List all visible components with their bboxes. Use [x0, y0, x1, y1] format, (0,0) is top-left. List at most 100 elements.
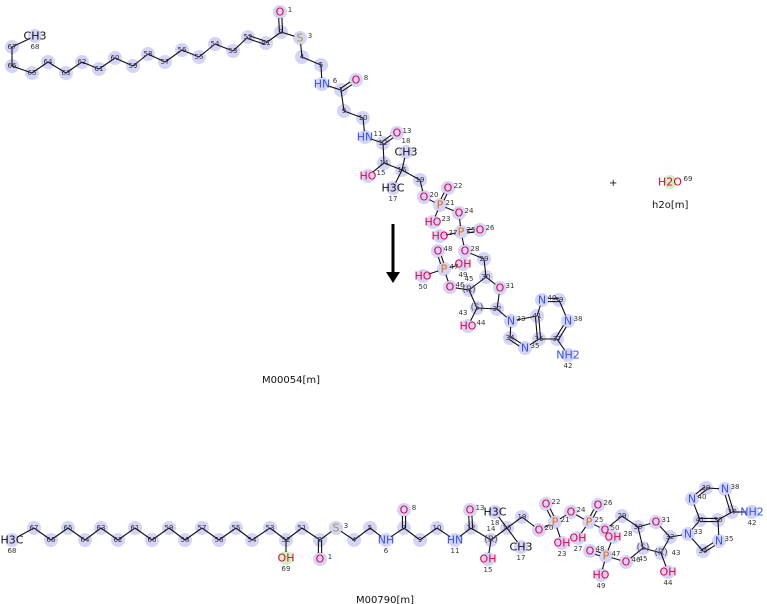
atom-symbol: HO — [432, 230, 449, 243]
atom-symbol: S — [297, 32, 304, 45]
atom-highlight — [399, 145, 413, 159]
atom-number: 68 — [8, 547, 17, 555]
bond — [556, 338, 566, 351]
atom-number: 30 — [634, 523, 643, 531]
bond — [381, 134, 392, 143]
bond — [114, 57, 134, 67]
atom-30: 30 — [482, 273, 491, 281]
bond — [247, 37, 266, 46]
atom-symbol: O — [594, 499, 603, 512]
atom-51: 51 — [298, 524, 307, 532]
bond — [660, 552, 667, 567]
atom-number: 48 — [596, 545, 605, 553]
bond — [471, 515, 474, 528]
bond — [546, 509, 552, 518]
atom-number: 26 — [486, 224, 495, 232]
atom-highlight — [279, 551, 293, 565]
atom-symbol: H3C — [382, 182, 405, 195]
bond — [470, 307, 478, 321]
atom-66: 66 — [8, 62, 17, 70]
atom-number: 29 — [618, 512, 627, 520]
bond — [589, 509, 595, 517]
bond — [693, 504, 701, 521]
atom-39: 39 — [702, 484, 711, 492]
atom-7: 7 — [402, 524, 406, 532]
atom-number: 60 — [148, 536, 157, 544]
atom-highlight — [273, 5, 287, 19]
atom-number: 10 — [433, 524, 442, 532]
atom-number: 62 — [114, 536, 123, 544]
bond — [269, 527, 287, 541]
atom-highlight — [594, 568, 608, 582]
bond — [488, 539, 492, 554]
atom-highlight — [493, 281, 507, 295]
atom-highlight — [417, 190, 431, 204]
atom-56: 56 — [178, 46, 187, 54]
atom-symbol: (S) — [471, 303, 484, 313]
atom-highlight — [458, 244, 472, 258]
atom-highlight — [518, 341, 532, 355]
atom-53: 53 — [266, 524, 275, 532]
atom-highlight — [315, 77, 329, 91]
bond — [669, 534, 683, 538]
atom-symbol: CH3 — [24, 30, 47, 43]
atom-51: 51 — [262, 39, 271, 47]
atom-symbol: O — [567, 506, 576, 519]
atom-60: 60 — [111, 54, 120, 62]
bond — [490, 527, 508, 541]
bond — [134, 527, 153, 541]
atom-64: 64 — [81, 536, 90, 544]
atom-number: 11 — [374, 130, 383, 138]
atom-highlight — [571, 531, 585, 545]
atom-symbol: O — [400, 504, 409, 517]
atom-10: 10 — [433, 524, 442, 532]
atom-number: 31 — [662, 516, 671, 524]
atom-number: 9 — [418, 536, 422, 544]
atom-number: 66 — [47, 536, 56, 544]
bond — [642, 547, 662, 554]
atom-number: 5 — [319, 61, 323, 69]
atom-highlight — [379, 533, 393, 547]
down-arrow-icon — [386, 224, 400, 283]
atom-symbol: O — [444, 182, 453, 195]
atom-symbol: O — [542, 498, 551, 511]
atom-symbol: P — [603, 550, 610, 563]
bond — [703, 545, 716, 553]
bond — [595, 553, 600, 557]
atom-symbol: OH — [660, 566, 677, 579]
atom-number: 14 — [487, 525, 496, 533]
atom-number: 1 — [328, 553, 332, 561]
atom-highlight — [5, 533, 19, 547]
bond — [320, 64, 323, 79]
atom-57: 57 — [161, 58, 170, 66]
bond — [181, 49, 200, 58]
atom-number: 39 — [555, 296, 564, 304]
atom-number: 47 — [612, 550, 621, 558]
bond — [132, 53, 149, 67]
atom-highlight — [712, 534, 726, 548]
bond — [319, 531, 332, 541]
atom-highlight — [454, 225, 468, 239]
bond — [691, 519, 701, 530]
atom-number: 35 — [531, 342, 540, 350]
atom-number: 39 — [702, 484, 711, 492]
atom-number: 11 — [451, 547, 460, 555]
bond — [11, 38, 30, 48]
atom-highlight — [663, 175, 677, 189]
atom-number: 7 — [402, 524, 406, 532]
atom-number: 9 — [342, 107, 346, 115]
atom-number: 19 — [416, 176, 425, 184]
atom-63: 63 — [62, 69, 71, 77]
atom-number: 44 — [477, 319, 486, 327]
atom-10: 10 — [359, 114, 368, 122]
atom-symbol: HO — [593, 569, 610, 582]
